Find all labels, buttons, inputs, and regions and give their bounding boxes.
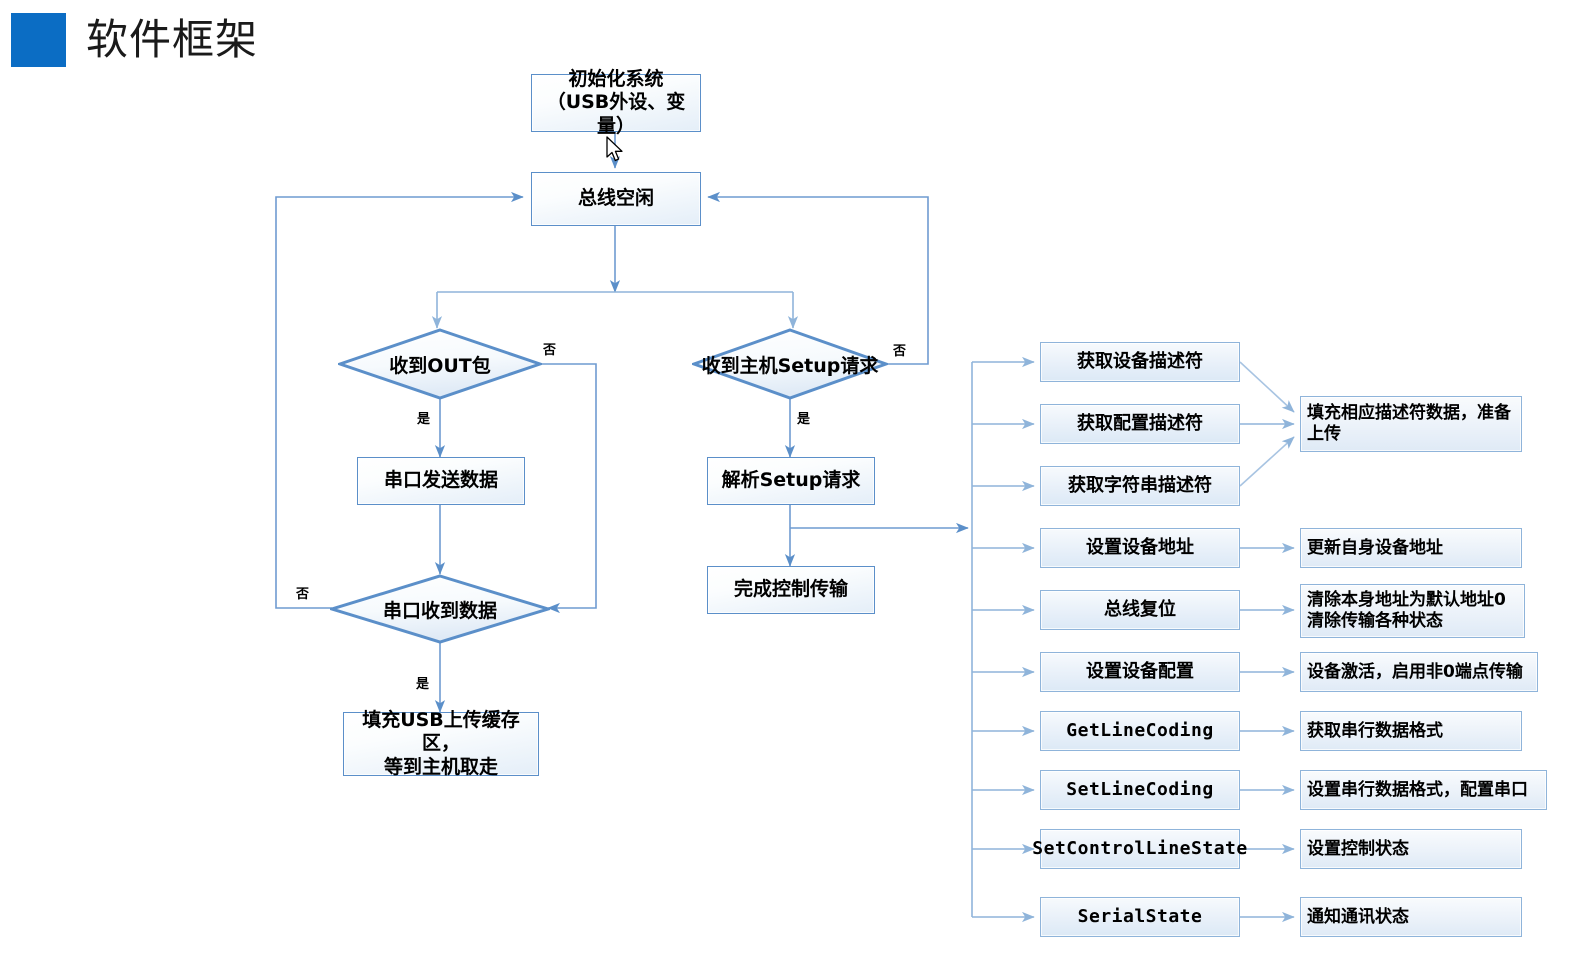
- decision-received-host-setup-request-label: 收到主机Setup请求: [701, 354, 879, 377]
- request-label: SerialState: [1077, 906, 1203, 928]
- request-label: 获取字符串描述符: [1068, 475, 1212, 497]
- decision-received-out-packet[interactable]: 收到OUT包: [338, 328, 542, 400]
- decision-uart-received-data-label: 串口收到数据: [382, 599, 497, 622]
- node-finish-control-transfer-label: 完成控制传输: [733, 578, 848, 601]
- request-label: 设置设备地址: [1086, 537, 1194, 559]
- request-label: SetLineCoding: [1066, 779, 1214, 801]
- description-box-set-serial-format[interactable]: 设置串行数据格式，配置串口: [1300, 770, 1547, 810]
- request-box-set-control-line-state[interactable]: SetControlLineState: [1032, 829, 1247, 869]
- node-bus-idle[interactable]: 总线空闲: [531, 172, 701, 226]
- decision-uart-received-data[interactable]: 串口收到数据: [330, 574, 550, 644]
- edge-label-setup-no: 否: [893, 344, 907, 359]
- request-box-set-line-coding[interactable]: SetLineCoding: [1040, 770, 1240, 810]
- request-box-set-device-config[interactable]: 设置设备配置: [1040, 652, 1240, 692]
- request-box-bus-reset[interactable]: 总线复位: [1040, 590, 1240, 630]
- description-label: 获取串行数据格式: [1307, 720, 1443, 741]
- decision-received-out-packet-label: 收到OUT包: [389, 354, 491, 377]
- mouse-cursor-icon: [606, 136, 623, 162]
- description-label: 清除本身地址为默认地址0 清除传输各种状态: [1307, 590, 1506, 631]
- node-parse-setup-request-label: 解析Setup请求: [721, 469, 861, 492]
- request-label: GetLineCoding: [1066, 720, 1214, 742]
- diamond-shape: [338, 328, 542, 400]
- diamond-shape: [330, 574, 550, 644]
- request-box-get-string-descriptor[interactable]: 获取字符串描述符: [1040, 466, 1240, 506]
- description-box-notify-comm-state[interactable]: 通知通讯状态: [1300, 897, 1522, 937]
- request-label: SetControlLineState: [1032, 838, 1248, 860]
- node-uart-send-data-label: 串口发送数据: [383, 469, 498, 492]
- description-box-get-serial-format[interactable]: 获取串行数据格式: [1300, 711, 1522, 751]
- request-box-get-device-descriptor[interactable]: 获取设备描述符: [1040, 342, 1240, 382]
- node-fill-usb-upload-buffer-label: 填充USB上传缓存区， 等到主机取走: [362, 709, 520, 778]
- request-label: 设置设备配置: [1086, 661, 1194, 683]
- edge-label-setup-yes: 是: [797, 412, 811, 427]
- description-box-set-control-state[interactable]: 设置控制状态: [1300, 829, 1522, 869]
- node-fill-usb-upload-buffer[interactable]: 填充USB上传缓存区， 等到主机取走: [343, 709, 539, 778]
- request-box-serial-state[interactable]: SerialState: [1040, 897, 1240, 937]
- title-accent-square: [11, 13, 66, 67]
- request-label: 获取配置描述符: [1077, 413, 1203, 435]
- request-box-get-config-descriptor[interactable]: 获取配置描述符: [1040, 404, 1240, 444]
- node-bus-idle-label: 总线空闲: [577, 187, 654, 210]
- edge-label-out-yes: 是: [417, 412, 431, 427]
- description-label: 设备激活，启用非0端点传输: [1307, 661, 1523, 682]
- request-box-get-line-coding[interactable]: GetLineCoding: [1040, 711, 1240, 751]
- description-label: 设置串行数据格式，配置串口: [1307, 779, 1528, 800]
- description-label: 填充相应描述符数据，准备 上传: [1307, 403, 1511, 444]
- request-label: 总线复位: [1104, 599, 1176, 621]
- node-init-system[interactable]: 初始化系统 （USB外设、变量）: [531, 68, 701, 137]
- diamond-shape: [692, 328, 888, 400]
- request-box-set-device-address[interactable]: 设置设备地址: [1040, 528, 1240, 568]
- request-label: 获取设备描述符: [1077, 351, 1203, 373]
- description-box-clear-address-and-state[interactable]: 清除本身地址为默认地址0 清除传输各种状态: [1300, 584, 1525, 638]
- node-parse-setup-request[interactable]: 解析Setup请求: [707, 457, 875, 505]
- edge-label-uartrx-no: 否: [296, 587, 310, 602]
- description-box-fill-descriptor-data[interactable]: 填充相应描述符数据，准备 上传: [1300, 396, 1522, 452]
- node-uart-send-data[interactable]: 串口发送数据: [357, 457, 525, 505]
- edge-label-out-no: 否: [543, 343, 557, 358]
- description-box-activate-device[interactable]: 设备激活，启用非0端点传输: [1300, 652, 1538, 692]
- page-title: 软件框架: [86, 15, 259, 64]
- decision-received-host-setup-request[interactable]: 收到主机Setup请求: [692, 328, 888, 400]
- edge-label-uartrx-yes: 是: [416, 677, 430, 692]
- description-label: 通知通讯状态: [1307, 906, 1409, 927]
- node-finish-control-transfer[interactable]: 完成控制传输: [707, 566, 875, 614]
- description-label: 设置控制状态: [1307, 838, 1409, 859]
- description-label: 更新自身设备地址: [1307, 537, 1443, 558]
- description-box-update-device-address[interactable]: 更新自身设备地址: [1300, 528, 1522, 568]
- node-init-system-label: 初始化系统 （USB外设、变量）: [546, 68, 686, 137]
